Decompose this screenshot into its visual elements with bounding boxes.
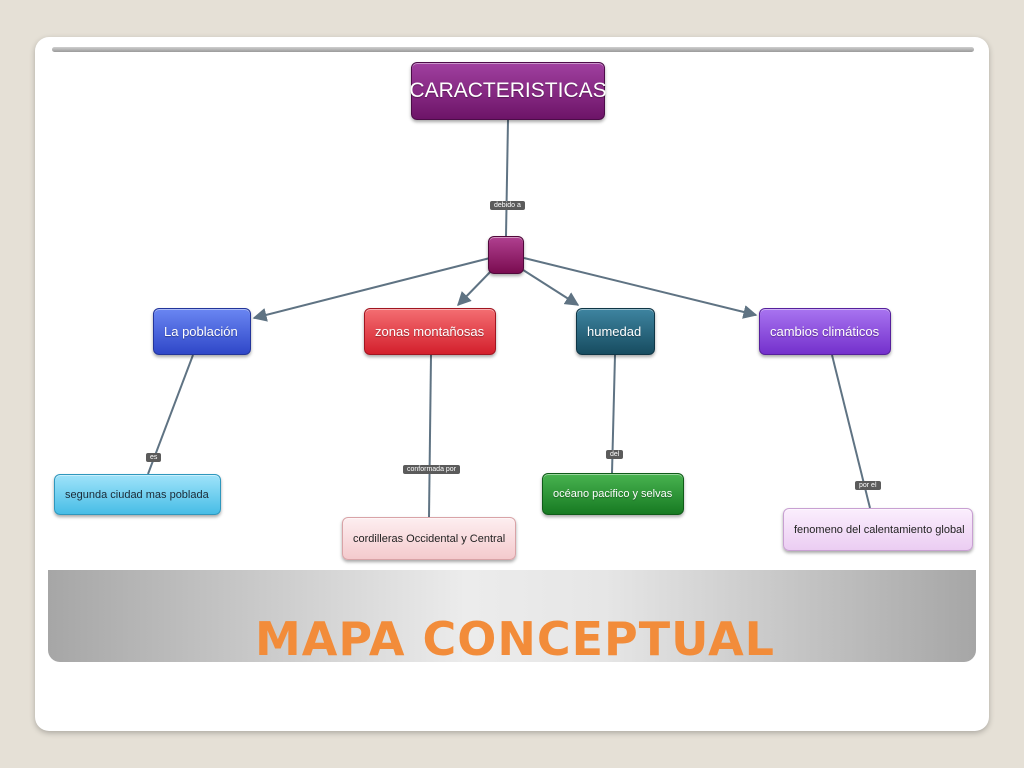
title-band <box>48 570 976 662</box>
node-zonas-montanosas[interactable]: zonas montañosas <box>364 308 496 355</box>
node-segunda-ciudad[interactable]: segunda ciudad mas poblada <box>54 474 221 515</box>
node-cambios-climaticos-label: cambios climáticos <box>770 324 880 339</box>
node-fenomeno-label: fenomeno del calentamiento global <box>794 523 965 536</box>
node-hub[interactable] <box>488 236 524 274</box>
node-humedad[interactable]: humedad <box>576 308 655 355</box>
link-label-es: es <box>146 453 162 462</box>
node-cordilleras-label: cordilleras Occidental y Central <box>353 532 506 545</box>
link-label-conformada-por: conformada por <box>403 465 461 474</box>
node-cambios-climaticos[interactable]: cambios climáticos <box>759 308 891 355</box>
node-caracteristicas-label: CARACTERISTICAS <box>409 79 607 102</box>
node-la-poblacion-label: La población <box>164 324 238 339</box>
node-caracteristicas[interactable]: CARACTERISTICAS <box>409 62 607 120</box>
line-hub-montanosas <box>457 267 495 307</box>
link-label-del: del <box>606 450 624 459</box>
node-humedad-label: humedad <box>587 324 642 339</box>
top-divider <box>52 47 974 52</box>
link-label-debido-a: debido a <box>490 201 525 210</box>
slide-title: MAPA CONCEPTUAL <box>255 612 775 666</box>
node-segunda-ciudad-label: segunda ciudad mas poblada <box>65 488 209 501</box>
line-hub-humedad <box>519 267 580 306</box>
node-cordilleras[interactable]: cordilleras Occidental y Central <box>342 517 516 560</box>
line-montanosas-cordilleras <box>428 354 432 518</box>
line-hub-cambios <box>523 257 758 319</box>
node-fenomeno[interactable]: fenomeno del calentamiento global <box>783 508 973 551</box>
node-zonas-montanosas-label: zonas montañosas <box>375 324 485 339</box>
node-la-poblacion[interactable]: La población <box>153 308 251 355</box>
node-oceano-pacifico-label: océano pacifico y selvas <box>553 488 673 500</box>
line-hub-poblacion <box>252 257 491 322</box>
node-oceano-pacifico[interactable]: océano pacifico y selvas <box>542 473 684 515</box>
link-label-por-el: por el <box>855 481 881 490</box>
line-root-hub <box>505 119 509 237</box>
